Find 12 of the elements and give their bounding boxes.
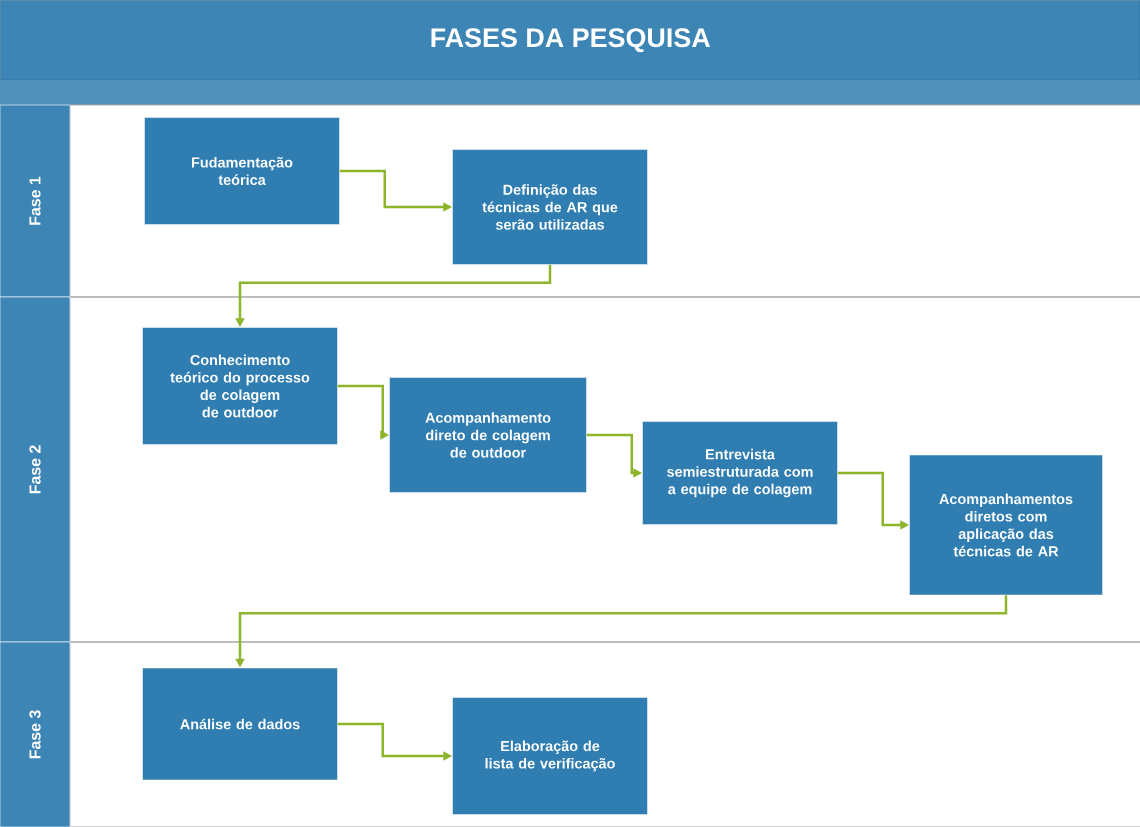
process-box: Conhecimento teórico do processo de colagem de outdoor	[142, 327, 338, 445]
process-box: Definição das técnicas de AR que serão utilizadas	[452, 149, 648, 265]
node-label: Fase 3	[29, 710, 41, 759]
node-label: Fase 1	[29, 176, 41, 225]
title-band: FASES DA PESQUISA	[0, 0, 1140, 81]
process-box: Análise de dados	[142, 667, 338, 781]
node-label: Fase 2	[29, 445, 41, 494]
process-box: Acompanhamentos diretos com aplicação das técnicas de AR	[909, 454, 1103, 596]
process-box: Entrevista semiestruturada com a equipe de colagem	[642, 421, 838, 525]
process-box: Acompanhamento direto de colagem de outdoor	[389, 377, 587, 493]
process-box: Elaboração de lista de verificação	[452, 697, 648, 815]
process-box: Fudamentação teórica	[144, 117, 340, 225]
